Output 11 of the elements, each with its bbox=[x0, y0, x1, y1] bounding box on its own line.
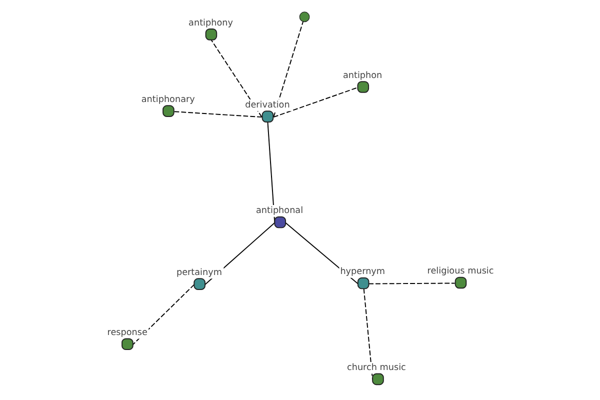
connector bbox=[132, 284, 194, 346]
node-label: religious music bbox=[426, 266, 494, 277]
node-circle bbox=[298, 12, 310, 22]
node-label: antiphonary bbox=[140, 94, 194, 105]
connector bbox=[272, 21, 304, 118]
connector bbox=[272, 87, 358, 118]
connector bbox=[210, 39, 262, 118]
connector bbox=[368, 282, 455, 284]
node-label: antiphony bbox=[188, 18, 232, 28]
connector bbox=[172, 111, 262, 118]
node-label: antiphon bbox=[342, 70, 382, 81]
